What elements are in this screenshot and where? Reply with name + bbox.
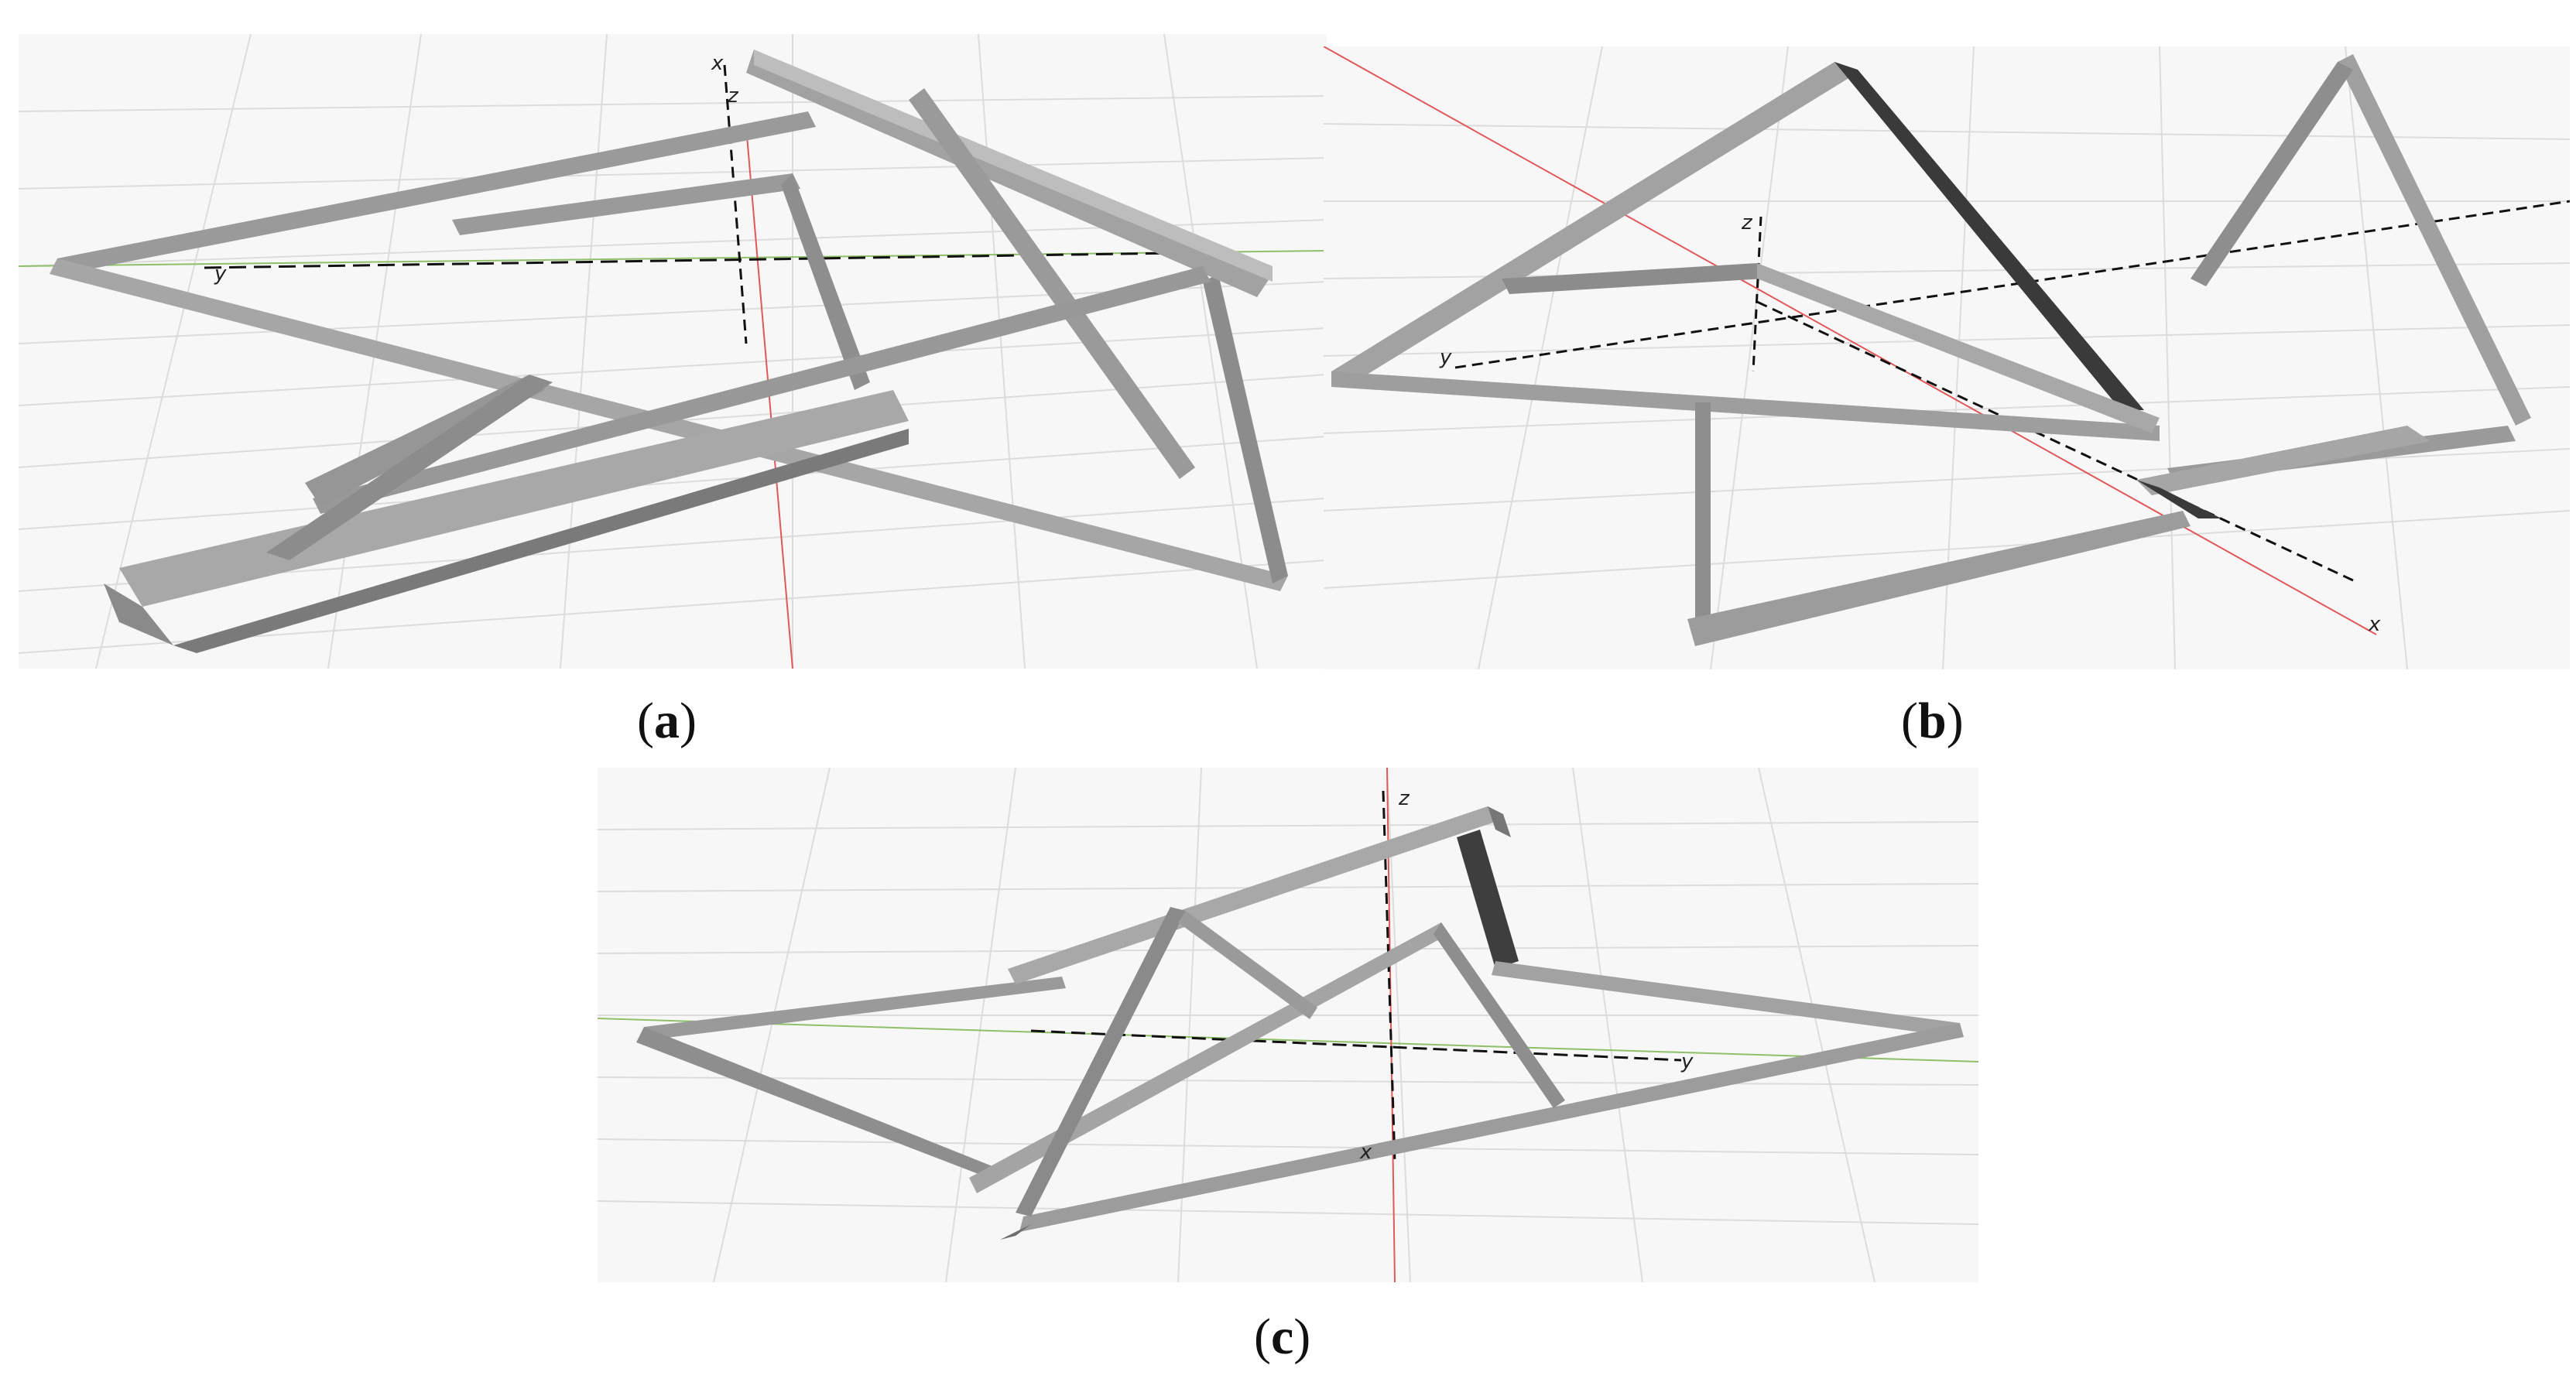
panel-a-beam <box>173 429 909 653</box>
caption-b-letter: b <box>1917 693 1947 749</box>
panel-c-beam <box>1492 961 1960 1037</box>
panel-a-beam <box>119 390 909 607</box>
panel-b-beam <box>1687 511 2191 646</box>
panel-b-beam <box>2338 54 2531 426</box>
caption-b-open: ( <box>1901 693 1918 749</box>
panel-a-y-axis-dashed <box>204 251 1227 269</box>
panel-b-beam <box>1834 62 2144 410</box>
panel-c-beam <box>1457 830 1519 969</box>
panel-c-axis-label-y: y <box>1680 1050 1694 1073</box>
panel-b-y-axis-dashed <box>1454 200 2570 369</box>
panel-b-x-axis-red <box>1324 46 2377 635</box>
caption-c: (c) <box>1254 1312 1310 1363</box>
panel-a-beam <box>1203 274 1288 583</box>
panel-a-beam <box>781 173 870 390</box>
caption-c-close: ) <box>1293 1309 1311 1365</box>
panel-b-beam <box>1331 62 1850 387</box>
panel-c-beam <box>644 977 1066 1040</box>
panel-a-beam <box>104 583 173 645</box>
caption-c-letter: c <box>1270 1309 1294 1365</box>
panel-c-beam <box>1488 806 1511 837</box>
panel-a-beam <box>909 88 1195 479</box>
caption-b-close: ) <box>1946 693 1964 749</box>
panel-c-frame <box>636 806 1964 1240</box>
panel-a-beam <box>452 173 800 235</box>
panel-b-beam <box>1695 402 1711 627</box>
panel-b-beam <box>2136 480 2221 518</box>
panel-a-axis-label-z: z <box>727 84 739 108</box>
panel-c-beam <box>1019 1023 1964 1232</box>
panel-a-beam <box>754 50 1273 282</box>
panel-c-axis-label-z: z <box>1398 787 1410 810</box>
caption-a-open: ( <box>637 693 654 749</box>
panel-b-z-axis-dashed <box>1752 216 1762 372</box>
caption-a-letter: a <box>653 693 680 749</box>
panel-a-frame <box>50 50 1288 653</box>
panel-b-beam <box>1757 263 2160 433</box>
panel-c-axis-label-x: x <box>1359 1141 1372 1164</box>
panel-c-beam <box>1434 922 1565 1108</box>
panel-a-beam <box>50 258 1288 591</box>
panel-a-beam <box>313 266 1211 514</box>
panel-a-z-axis-dashed <box>723 64 748 344</box>
panel-c-beam <box>1178 911 1317 1019</box>
panel-a-axis-label-x: x <box>711 52 724 75</box>
panel-c-y-axis-dashed <box>1030 1029 1682 1062</box>
panel-b-frame <box>1331 54 2531 646</box>
panel-b-x-axis-dashed <box>1756 300 2354 582</box>
panel-c-beam <box>969 922 1449 1193</box>
panel-c-beam <box>1016 907 1186 1216</box>
panel-c-z-axis-dashed <box>1382 790 1396 1163</box>
panel-a-x-axis-red <box>745 126 793 669</box>
panel-b-scene: y z x <box>1324 46 2570 669</box>
panel-b-beam <box>2191 62 2353 286</box>
caption-c-open: ( <box>1254 1309 1271 1365</box>
panel-b-beam <box>1502 263 1765 294</box>
panel-a-beam <box>266 375 553 560</box>
panel-c-beam <box>1000 1224 1031 1240</box>
panel-b-grid <box>1324 46 2570 669</box>
panel-c-beam <box>636 1027 992 1178</box>
panel-c-viewport: z y x <box>598 768 1978 1282</box>
panel-c-scene: z y x <box>598 768 1978 1282</box>
panel-b-viewport: y z x <box>1324 46 2570 669</box>
panel-b-axis-label-z: z <box>1741 211 1753 234</box>
panel-b-axis-label-y: y <box>1439 346 1452 369</box>
panel-c-beam <box>1008 806 1495 984</box>
caption-a: (a) <box>637 696 697 747</box>
panel-b-beam <box>1331 371 2160 441</box>
panel-c-y-axis-green <box>598 1018 1978 1062</box>
caption-b: (b) <box>1901 696 1964 747</box>
panel-a-scene: y x z <box>19 34 1327 669</box>
panel-a-viewport: y x z <box>19 34 1327 669</box>
panel-a-beam <box>57 111 816 274</box>
caption-a-close: ) <box>679 693 697 749</box>
panel-b-beam <box>2136 426 2430 495</box>
panel-b-axis-label-x: x <box>2368 613 2381 636</box>
panel-a-axis-label-y: y <box>214 262 227 286</box>
